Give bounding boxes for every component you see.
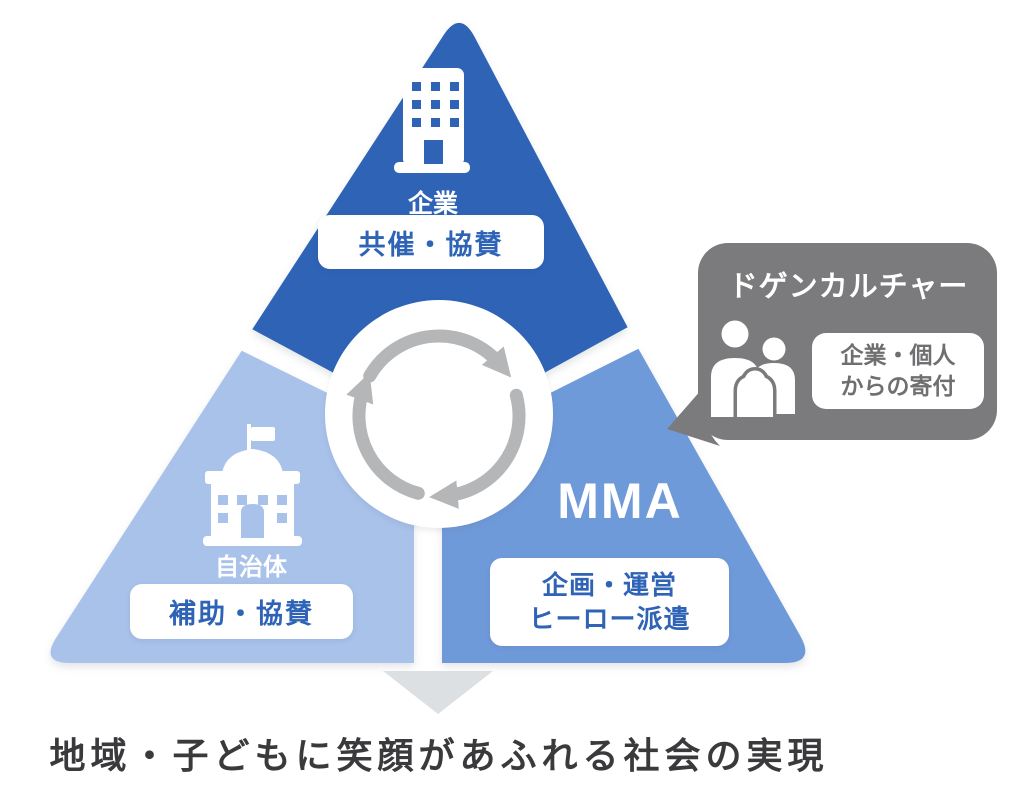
bubble-donation-box: 企業・個人 からの寄付	[812, 333, 984, 409]
mma-label: MMA	[557, 473, 683, 529]
speech-bubble-tail	[667, 389, 720, 446]
goal-text: 地域・子どもに笑顔があふれる社会の実現	[49, 735, 829, 776]
municipality-label: 自治体	[215, 554, 287, 581]
subsidy-box: 補助・協賛	[130, 584, 353, 639]
child-figure	[733, 367, 777, 421]
cycle-arrow-left	[346, 372, 425, 500]
bubble-title: ドゲンカルチャー	[728, 271, 969, 303]
planning-box-line2: ヒーロー派遣	[528, 604, 691, 634]
cosponsor-box: 共催・協賛	[318, 215, 544, 269]
down-arrow-icon	[383, 671, 493, 714]
cycle-arrow-top	[363, 329, 512, 383]
corporate-label: 企業	[407, 190, 458, 218]
people-group-icon	[711, 320, 795, 421]
planning-box: 企画・運営 ヒーロー派遣	[490, 558, 729, 646]
office-building-windows	[412, 82, 459, 164]
subsidy-box-text: 補助・協賛	[169, 599, 314, 629]
office-building-icon	[394, 68, 470, 173]
cosponsor-box-text: 共催・協賛	[358, 229, 504, 260]
government-building-icon	[203, 424, 302, 546]
cycle-arrows-icon	[346, 329, 526, 509]
bubble-donation-line2: からの寄付	[840, 373, 956, 399]
bubble-donation-line1: 企業・個人	[840, 342, 956, 368]
government-building-windows	[218, 495, 287, 538]
planning-box-line1: 企画・運営	[541, 570, 677, 600]
cycle-arrow-right	[429, 388, 526, 509]
